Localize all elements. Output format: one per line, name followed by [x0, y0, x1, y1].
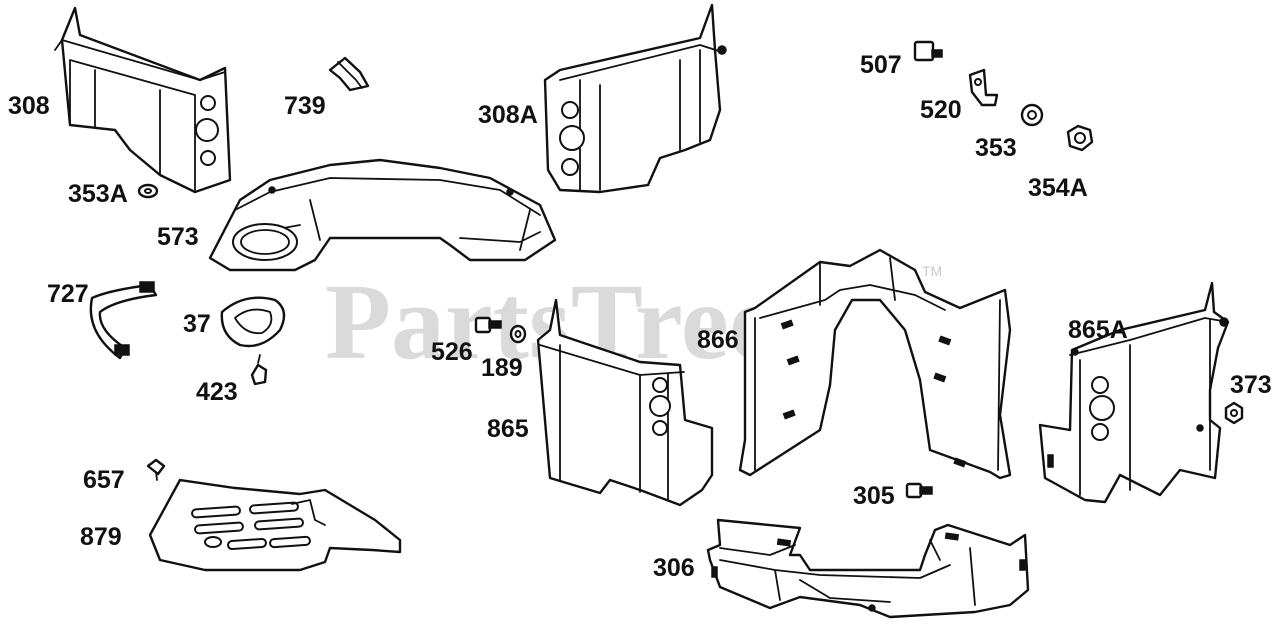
part-507-fastener[interactable] — [913, 40, 943, 62]
part-657-screw[interactable] — [146, 458, 166, 481]
callout-739: 739 — [284, 92, 326, 120]
callout-526: 526 — [431, 338, 473, 366]
part-865-shroud[interactable] — [536, 298, 714, 507]
part-306-shroud[interactable] — [706, 518, 1030, 619]
part-573-baffle[interactable] — [208, 158, 557, 272]
part-526-bolt[interactable] — [474, 316, 502, 334]
callout-353: 353 — [975, 134, 1017, 162]
part-739-clip[interactable] — [328, 56, 370, 92]
part-520-bracket[interactable] — [968, 68, 999, 107]
callout-306: 306 — [653, 554, 695, 582]
callout-308A: 308A — [478, 101, 538, 129]
part-308-shroud[interactable] — [54, 6, 232, 194]
part-866-shroud[interactable] — [738, 248, 1012, 480]
part-353A-washer[interactable] — [137, 183, 159, 199]
part-879-plate[interactable] — [148, 478, 402, 572]
callout-308: 308 — [8, 92, 50, 120]
watermark-trademark: TM — [922, 263, 942, 279]
part-37-plate[interactable] — [220, 296, 286, 348]
callout-866: 866 — [697, 326, 739, 354]
callout-353A: 353A — [68, 180, 128, 208]
callout-507: 507 — [860, 51, 902, 79]
callout-865: 865 — [487, 415, 529, 443]
part-308A-shroud[interactable] — [543, 3, 727, 194]
part-189-washer[interactable] — [509, 324, 527, 344]
part-354A-nut[interactable] — [1066, 124, 1094, 152]
part-727-strap[interactable] — [89, 281, 158, 360]
callout-573: 573 — [157, 223, 199, 251]
part-865A-shroud[interactable] — [1038, 281, 1230, 504]
callout-423: 423 — [196, 378, 238, 406]
part-423-screw[interactable] — [250, 354, 268, 386]
callout-520: 520 — [920, 96, 962, 124]
part-373-nut[interactable] — [1224, 401, 1244, 425]
callout-727: 727 — [47, 280, 89, 308]
callout-657: 657 — [83, 466, 125, 494]
callout-865A: 865A — [1068, 316, 1128, 344]
callout-37: 37 — [183, 310, 211, 338]
callout-354A: 354A — [1028, 174, 1088, 202]
callout-879: 879 — [80, 523, 122, 551]
callout-373: 373 — [1230, 371, 1272, 399]
part-353-washer[interactable] — [1020, 103, 1044, 127]
callout-189: 189 — [481, 354, 523, 382]
part-305-bolt[interactable] — [905, 482, 933, 499]
callout-305: 305 — [853, 482, 895, 510]
